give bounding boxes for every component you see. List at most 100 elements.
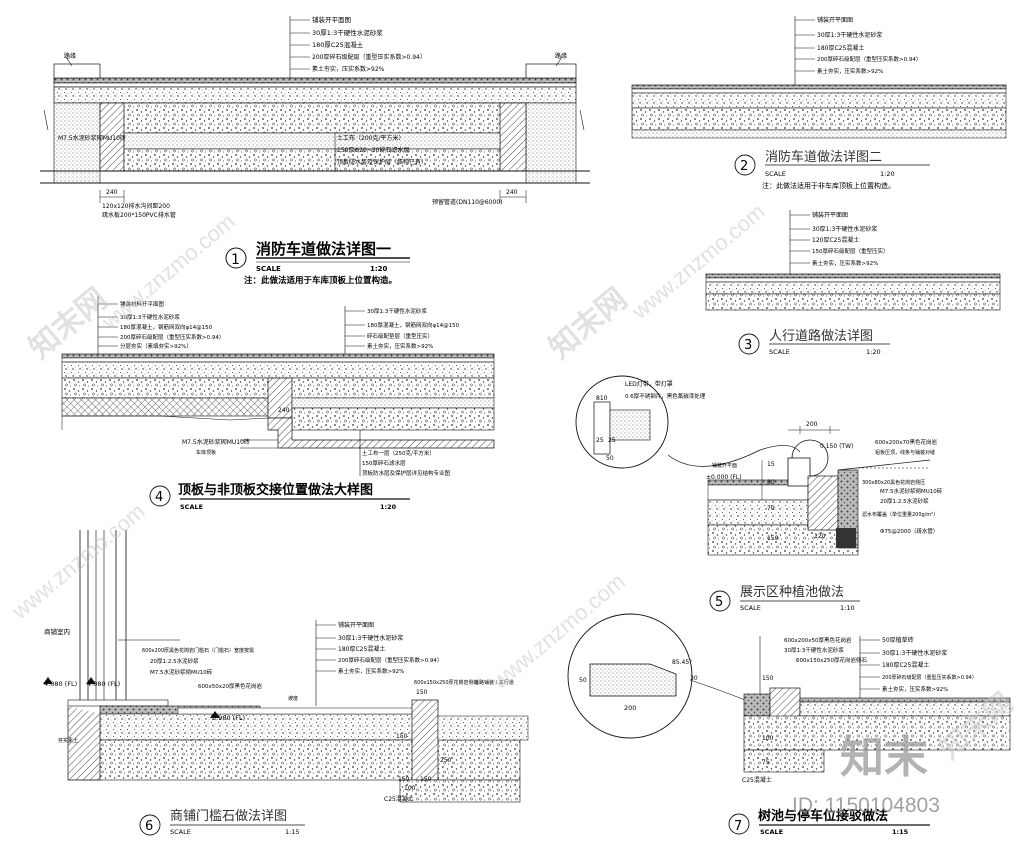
detail-6-section <box>43 530 529 803</box>
detail-4-scale-label: SCALE <box>180 503 203 511</box>
detail-7-title: 树池与停车位接驳做法 <box>758 808 888 824</box>
detail-7-section <box>567 613 1011 773</box>
detail-5-edge: 铝板压顶，线条与铺装对缝 <box>875 449 935 456</box>
detail-5-mortar2: 20厚1:2.5水泥砂浆 <box>880 497 929 505</box>
detail-4-mortar: M7.5水泥砂浆砌MU10砖 <box>182 438 250 446</box>
detail-4-left-4: 200厚碎石级配层（重型压实系数>0.94） <box>120 333 224 341</box>
detail-3-layer-1: 铺装开平面图 <box>812 211 848 219</box>
detail-4-lower-3: 顶板防水层及保护层详见结构专业图 <box>362 469 451 477</box>
detail-4-right-4: 素土夯实，压实系数>92% <box>367 342 433 350</box>
watermark-cn-2: 知末网 <box>543 281 634 366</box>
detail-1-layer-3: 180厚C25混凝土 <box>312 40 364 49</box>
detail-3-scale-label: SCALE <box>769 348 790 356</box>
detail-1-pipe: 120x120排水沟间距200 <box>102 202 170 210</box>
detail-1-section <box>40 16 590 203</box>
watermark-brand: 知末 <box>840 732 928 783</box>
detail-4-left-3: 180厚混凝土，钢筋网双向φ14@150 <box>120 323 213 331</box>
detail-6-curb: 600x150x250厚花岗岩侧石 <box>414 679 479 686</box>
detail-1-dim-right: 240 <box>506 189 518 196</box>
detail-7-layer-4: 200厚碎石级配层（重型压实系数>0.94） <box>882 674 977 681</box>
detail-5-level-fl: ±0.000 (FL) <box>706 474 742 481</box>
detail-5-dim-50: 50 <box>606 455 614 462</box>
detail-4-dim: 240 <box>278 407 290 414</box>
watermark-cn-1: 知末网 <box>23 281 114 366</box>
detail-3-title: 人行道路做法详图 <box>769 328 873 344</box>
detail-1-drain: 预留管道(DN110@6000) <box>432 198 503 206</box>
detail-6-dim-150d: 150 <box>420 776 432 783</box>
detail-7-number: 7 <box>734 819 742 834</box>
detail-1-dim-left: 240 <box>106 189 118 196</box>
detail-3-section <box>705 210 1001 311</box>
detail-2-layer-2: 30厚1:3干硬性水泥砂浆 <box>817 31 882 39</box>
detail-5-dim-25b: 25 <box>608 437 616 444</box>
detail-6-dim-150c: 150 <box>398 776 410 783</box>
detail-6-slope: 坡度 <box>288 695 298 702</box>
detail-6-step: 600x50x20厚黑色花岗岩 <box>198 682 263 690</box>
detail-4-left-5: 分层夯实（素填夯实>92%） <box>120 342 192 350</box>
detail-4-right-3: 碎石级配垫层（重型压实） <box>367 332 433 340</box>
detail-5-planting: 300x80x20黑色花岗岩侧压 <box>862 479 925 486</box>
detail-4-title: 顶板与非顶板交接位置做法大样图 <box>178 482 373 498</box>
detail-5-dim-80: 80 <box>767 479 775 486</box>
detail-5-dim-120: 120 <box>814 533 826 540</box>
detail-3-layer-2: 30厚1:3干硬性水泥砂浆 <box>812 225 877 233</box>
detail-3-layer-3: 120厚C25混凝土 <box>812 236 859 244</box>
detail-5-mortar: M7.5水泥砂浆砌MU10砖 <box>880 487 943 495</box>
detail-6-layer-1: 铺装开平面图 <box>338 621 374 629</box>
detail-6-scale-value: 1:15 <box>285 828 300 836</box>
detail-1-layer-1: 铺装开平面图 <box>312 15 351 24</box>
detail-7-layer-3: 180厚C25混凝土 <box>882 661 929 669</box>
detail-2-layer-1: 铺装开平面图 <box>817 16 853 24</box>
detail-1-curb-right: 路缘 <box>555 52 567 60</box>
detail-4-right-2: 180厚混凝土，钢筋网双向φ14@150 <box>367 321 460 329</box>
detail-1-curb-left: 路缘 <box>64 52 76 60</box>
detail-7-scale-label: SCALE <box>760 828 783 836</box>
detail-6-indoor: 商铺室内 <box>44 627 70 636</box>
detail-2-scale-label: SCALE <box>765 170 786 178</box>
detail-6-level-a: 4.080 (FL) <box>44 680 77 688</box>
detail-2-layer-5: 素土夯实，压实系数>92% <box>817 67 883 75</box>
detail-5-scale-label: SCALE <box>740 604 761 612</box>
detail-5-level-tw: 0.150 (TW) <box>820 443 853 450</box>
watermark-id: ID: 1150104803 <box>792 794 940 817</box>
detail-6-title: 商铺门槛石做法详图 <box>170 809 287 824</box>
detail-6-mortar: 20厚1:2.5水泥砂浆 <box>150 657 199 665</box>
detail-7-stone: 600x150x250厚花岗岩侧石 <box>796 656 868 664</box>
detail-4-lower-1: 土工布一层（250克/平方米） <box>362 449 435 457</box>
detail-2-title: 消防车道做法详图二 <box>765 149 882 165</box>
detail-2-note: 注：此做法适用于非车库顶板上位置构造。 <box>762 181 895 190</box>
detail-5-stone: 0.6厚不锈钢片，黑色氟碳漆处理 <box>625 392 706 400</box>
detail-1-lower-1: 土工布（200克/平方米） <box>337 134 404 142</box>
detail-7-dim-75: 75 <box>762 759 770 766</box>
detail-5-pipe: Φ75@2000（疏水管） <box>880 527 938 535</box>
detail-5-dim-150: 150 <box>767 535 779 542</box>
detail-4-scale-value: 1:20 <box>380 503 397 511</box>
detail-4-left-2: 30厚1:3干硬性水泥砂浆 <box>120 313 180 321</box>
detail-5-paving: 铺装开平面 <box>712 462 737 469</box>
detail-6-dim-150a: 150 <box>416 689 428 696</box>
detail-5-dim-15: 15 <box>767 461 775 468</box>
detail-6-level-c: 3.980 (FL) <box>212 714 245 722</box>
detail-6-layer-2: 30厚1:3干硬性水泥砂浆 <box>338 634 403 642</box>
detail-2-scale-value: 1:20 <box>880 170 895 178</box>
detail-1-scale-label: SCALE <box>256 265 281 273</box>
detail-5-dim-810: 810 <box>596 395 608 402</box>
detail-5-number: 5 <box>715 595 723 610</box>
detail-7-dim-150: 150 <box>762 675 774 682</box>
detail-3-scale-value: 1:20 <box>866 348 881 356</box>
detail-1-lower-2: 150厚Φ20~30碎石滤水层 <box>337 146 409 154</box>
detail-1-lower-3: 顶板防水层及保护层（结构已有） <box>337 158 427 166</box>
detail-6-dim-100: 100 <box>404 785 416 792</box>
watermark-url-3: www.znzmo.com <box>6 499 149 625</box>
detail-7-layer-1: 50厚植草砖 <box>882 636 914 644</box>
detail-2-layer-3: 180厚C25混凝土 <box>817 44 864 52</box>
detail-6-ground: 夯实素土 <box>58 737 78 744</box>
detail-6-road: 道路铺装 / 车行道 <box>474 679 514 686</box>
detail-6-layer-4: 200厚碎石级配层（重型压实系数>0.94） <box>338 656 442 664</box>
detail-2-number: 2 <box>740 159 748 174</box>
detail-4-left-1: 铺装材料开平面图 <box>120 300 165 308</box>
detail-4-number: 4 <box>155 490 163 505</box>
detail-2-section <box>631 16 1007 139</box>
detail-2-layer-4: 200厚碎石级配层（重型压实系数>0.94） <box>817 55 921 63</box>
